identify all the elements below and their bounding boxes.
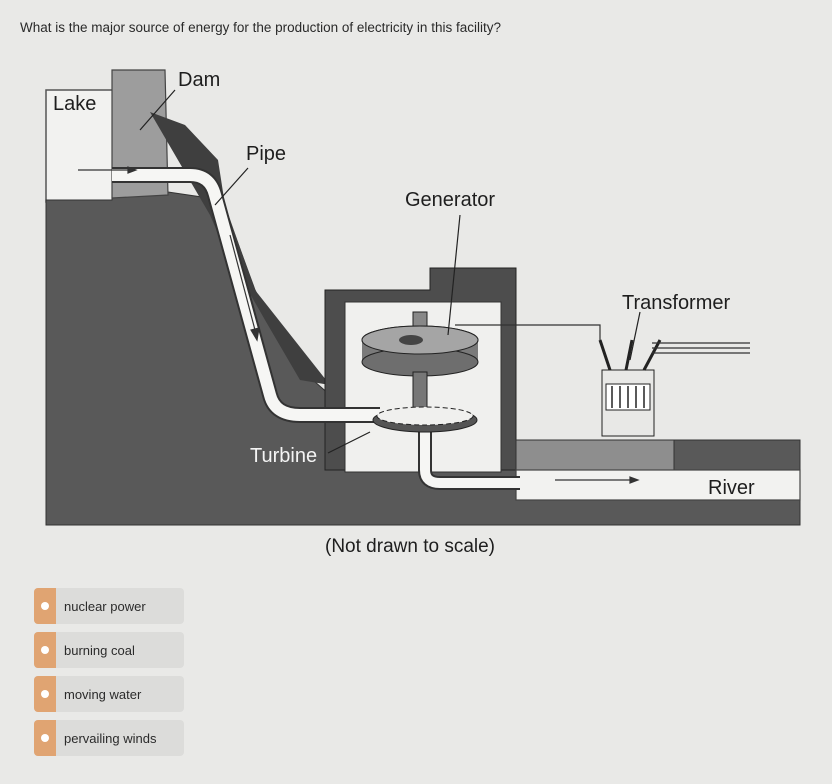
- turbine: [372, 406, 478, 433]
- scale-caption: (Not drawn to scale): [325, 536, 495, 557]
- radio-tab: [34, 676, 56, 712]
- leader-lines: [139, 89, 641, 454]
- radio-dot-icon: [41, 690, 49, 698]
- river-channel: [515, 469, 801, 501]
- radio-dot-icon: [41, 734, 49, 742]
- choice-moving-water[interactable]: moving water: [34, 676, 184, 712]
- power-lines: [455, 324, 750, 354]
- radio-tab: [34, 588, 56, 624]
- choice-label: burning coal: [64, 642, 135, 658]
- radio-dot-icon: [41, 602, 49, 610]
- choice-label: nuclear power: [64, 598, 146, 614]
- radio-dot-icon: [41, 646, 49, 654]
- penstock-pipe: [112, 169, 380, 421]
- radio-tab: [34, 632, 56, 668]
- dam-label: Dam: [178, 69, 220, 91]
- answer-choices: nuclear power burning coal moving water …: [34, 588, 184, 764]
- radio-tab: [34, 720, 56, 756]
- choice-label: moving water: [64, 686, 142, 702]
- generator: [361, 311, 479, 413]
- choice-nuclear-power[interactable]: nuclear power: [34, 588, 184, 624]
- transformer-label: Transformer: [622, 292, 731, 314]
- generator-label: Generator: [405, 189, 495, 211]
- transformer: [598, 339, 662, 437]
- choice-pervailing-winds[interactable]: pervailing winds: [34, 720, 184, 756]
- river-label: River: [708, 477, 755, 499]
- turbine-label: Turbine: [250, 445, 317, 467]
- outlet-pipe: [420, 425, 520, 488]
- choice-label: pervailing winds: [64, 730, 157, 746]
- flow-arrows: [78, 166, 640, 484]
- lake-label: Lake: [53, 93, 96, 115]
- transformer-pad: [515, 439, 675, 471]
- pipe-label: Pipe: [246, 143, 286, 165]
- question-text: What is the major source of energy for t…: [20, 20, 501, 35]
- dam-wall: [111, 69, 169, 199]
- choice-burning-coal[interactable]: burning coal: [34, 632, 184, 668]
